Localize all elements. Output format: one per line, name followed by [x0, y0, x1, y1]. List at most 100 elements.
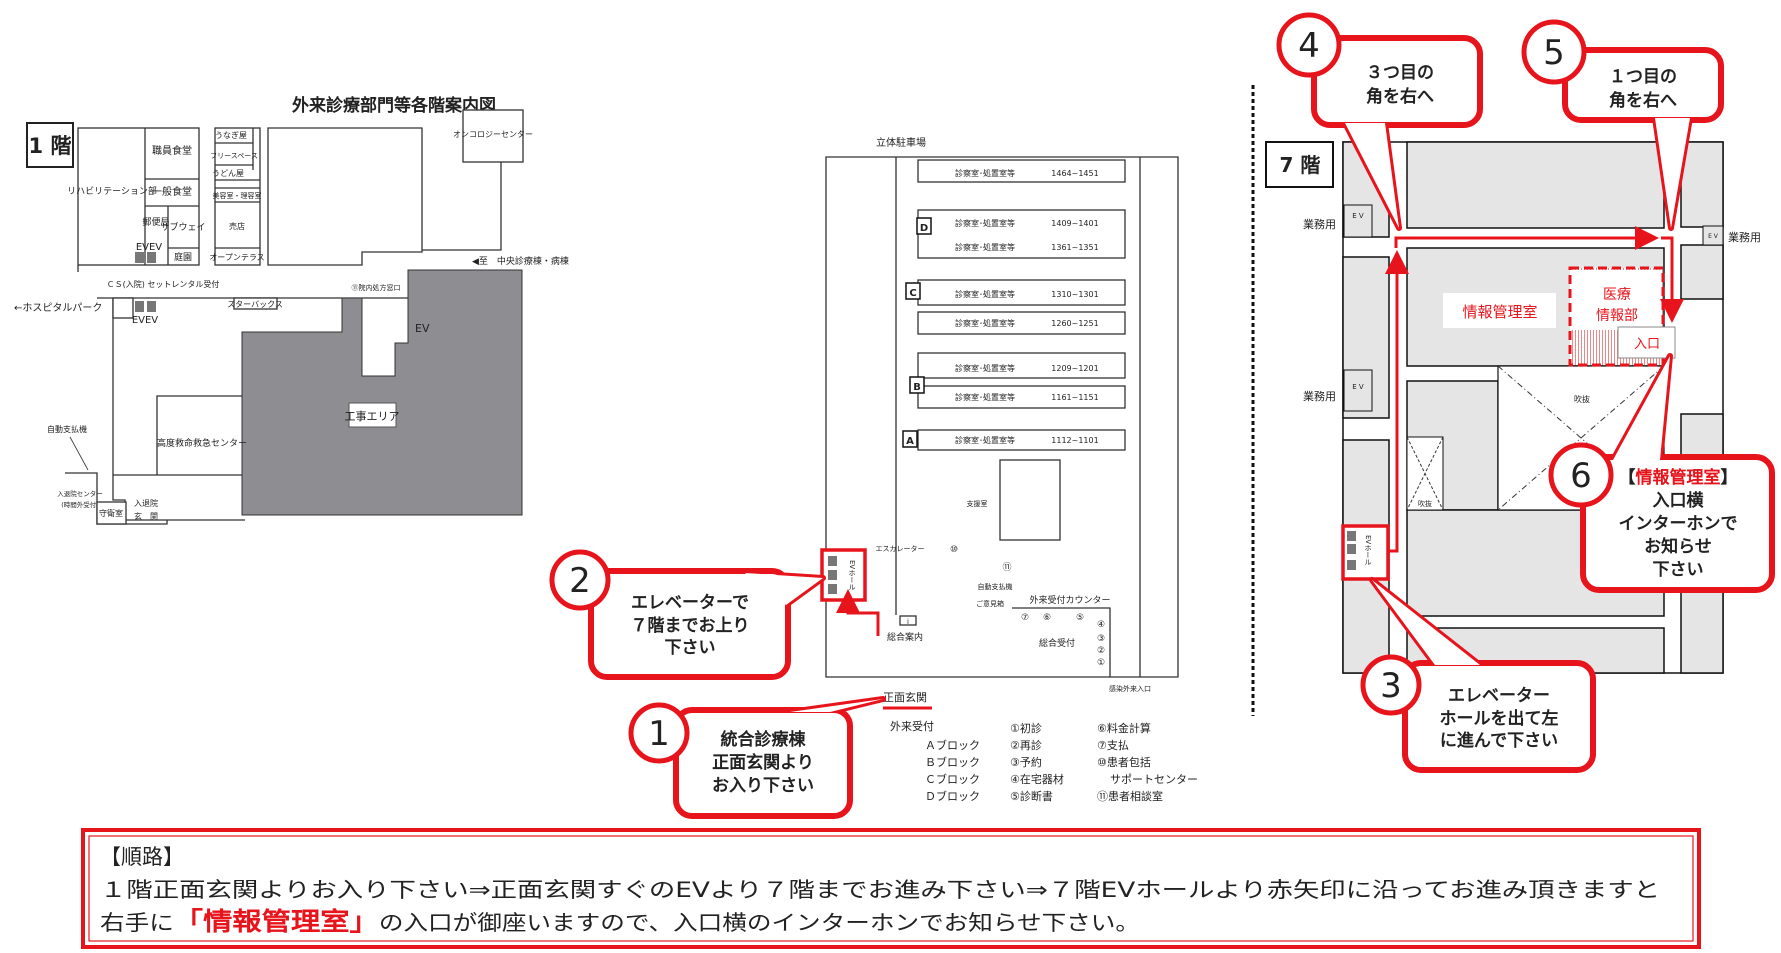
legend-item: サポートセンター: [1110, 773, 1198, 786]
rooms-label: 診察室･処置室等: [955, 168, 1015, 178]
clinic-corridor: [917, 279, 1126, 306]
block-letter-A: A: [906, 436, 914, 447]
callout-2-number-circle: [549, 549, 611, 611]
callout-texts: 統合診療棟 正面玄関より お入り下さい エレベーターで ７階までお上り 下さい …: [631, 63, 1738, 796]
callout-6-text: 下さい: [1653, 560, 1704, 580]
callout-4-text: 角を右へ: [1366, 86, 1434, 107]
callout-1-text: 統合診療棟: [721, 729, 807, 750]
room-range: 1209~1201: [1051, 364, 1098, 373]
callout-5-text: 角を右へ: [1609, 90, 1677, 111]
rooms-label: 診察室･処置室等: [955, 218, 1015, 228]
label-counter: 外来受付カウンター: [1029, 594, 1110, 606]
service-ev-label: 業務用: [1728, 230, 1761, 244]
callout-5-number-circle: [1521, 19, 1587, 85]
clinic-corridor: [917, 385, 1126, 409]
counter-4: ④: [1097, 620, 1105, 630]
room-range: 1112~1101: [1051, 436, 1098, 445]
elevator-icon: [135, 301, 144, 312]
callout-3-number-circle: [1360, 654, 1422, 716]
label-hospital-park: ←ホスピタルパーク: [14, 302, 102, 314]
rooms-label: 診察室･処置室等: [955, 435, 1015, 445]
label-parking: 立体駐車場: [876, 136, 926, 149]
service-ev-letters: E V: [1352, 212, 1364, 220]
callout-3-number: 3: [1380, 666, 1402, 706]
route-arrow-up: [1385, 250, 1409, 553]
legend-item: ⑤診断書: [1010, 789, 1053, 803]
marker-10: ⑩: [950, 545, 958, 555]
callout-5-number: 5: [1543, 33, 1565, 73]
rooms-label: 診察室･処置室等: [955, 392, 1015, 402]
rooms-label: 診察室･処置室等: [955, 318, 1015, 328]
route-arrow-1f: [836, 589, 880, 636]
callout-3-text: エレベーター: [1448, 686, 1550, 706]
room-post-office: 郵便局: [142, 216, 169, 228]
callout-numbers: 1 2 3 4 5 6: [569, 26, 1592, 754]
service-ev-letters: E V: [1352, 383, 1364, 391]
info-mgmt-room-label: 情報管理室: [1462, 303, 1537, 321]
ev-label: EVEV: [136, 242, 162, 253]
legend-item: ⑪患者相談室: [1097, 789, 1163, 803]
counter-6: ⑥: [1043, 613, 1051, 623]
block-letter-D: D: [920, 223, 928, 234]
floor-1-label: 1 階: [29, 134, 72, 158]
elevator-icon: [147, 301, 156, 312]
info-icon: i: [907, 618, 909, 626]
route-line-2-prefix: 右手に: [100, 911, 174, 935]
label-main-entrance: 正面玄関: [883, 690, 927, 704]
room-general-cafeteria: 一般食堂: [152, 185, 192, 198]
label-opinion-box: ご意見箱: [976, 599, 1004, 608]
label-pharmacy: ⑪院内処方窓口: [352, 283, 401, 292]
route-line-2-highlight: 「情報管理室」: [174, 907, 379, 936]
callout-1-number-circle: [628, 702, 690, 764]
legend-item: ③予約: [1010, 755, 1042, 769]
counter-2: ②: [1097, 646, 1105, 656]
legend-item: ②再診: [1010, 738, 1042, 752]
clinic-corridor: [917, 159, 1126, 183]
room-subway: サブウェイ: [160, 221, 205, 233]
admission-entrance-1: 入退院: [134, 498, 158, 508]
callout-5-text: １つ目の: [1609, 67, 1677, 87]
label-general-reception: 総合受付: [1039, 637, 1075, 649]
callout-4: [1276, 12, 1483, 231]
service-ev-letters: E V: [1708, 233, 1719, 240]
callout-1-text: お入り下さい: [712, 776, 814, 796]
route-line-2: 右手に「情報管理室」の入口が御座いますので、入口横のインターホンでお知らせ下さい…: [100, 907, 1140, 936]
callout-6-text: お知らせ: [1644, 536, 1712, 557]
room-range: 1409~1401: [1051, 219, 1098, 228]
legend-item: ④在宅器材: [1010, 772, 1064, 786]
callout-6-text: インターホンで: [1619, 514, 1738, 534]
callout-2-number: 2: [569, 561, 591, 601]
callout-6-text: 入口横: [1653, 490, 1704, 511]
room-range: 1361~1351: [1051, 243, 1098, 252]
clinic-corridor: [917, 209, 1126, 259]
entrance-box: [1617, 326, 1676, 359]
ev-label: EV: [415, 322, 430, 335]
callout-6: [1548, 353, 1775, 593]
callout-2-text: エレベーターで: [631, 593, 749, 613]
room-admission-center-sub: (時間外受付): [61, 500, 99, 509]
floor-7-plan: 7 階 吹抜 吹抜 E V 業務用 E V 業務用 E V 業務用 情報管理室: [1265, 141, 1761, 674]
room-free-space: フリースペース: [210, 152, 258, 160]
route-description-box: 【順路】 １階正面玄関よりお入り下さい⇒正面玄関すぐのEVより７階までお進み下さ…: [81, 828, 1701, 949]
label-auto-pay: 自動支払機: [978, 582, 1013, 591]
room-guard: 守衛室: [99, 508, 123, 518]
rooms-label: 診察室･処置室等: [955, 363, 1015, 373]
map-title: 外来診療部門等各階案内図: [292, 95, 496, 116]
room-support: 支援室: [967, 499, 988, 508]
callout-1: [628, 696, 886, 819]
rooms-label: 診察室･処置室等: [955, 242, 1015, 252]
legend-item: ⑦支払: [1097, 738, 1129, 752]
entrance-label: 入口: [1634, 337, 1660, 352]
room-salon: 美容室・理容室: [213, 191, 262, 200]
legend-block: Ｃブロック: [925, 772, 980, 786]
clinic-corridor: [917, 311, 1126, 335]
room-rehab: リハビリテーション部: [67, 185, 157, 197]
clinic-corridor: [917, 429, 1126, 451]
room-open-terrace: オープンテラス: [209, 253, 264, 262]
callout-5: [1521, 19, 1724, 231]
room-udon: うどん屋: [212, 169, 244, 178]
label-auto-pay-left: 自動支払機: [47, 424, 87, 434]
room-range: 1260~1251: [1051, 319, 1098, 328]
medical-info-label-1: 医療: [1603, 286, 1631, 303]
legend-block: Ｂブロック: [925, 755, 980, 769]
